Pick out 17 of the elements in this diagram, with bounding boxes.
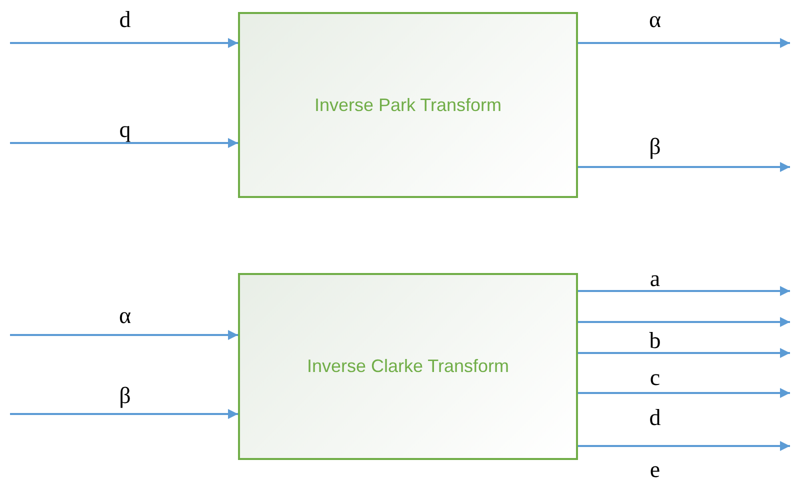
block-title: Inverse Park Transform: [314, 94, 502, 116]
arrow: [10, 138, 238, 148]
arrow: [10, 38, 238, 48]
arrow: [10, 409, 238, 419]
process-box: [238, 273, 578, 460]
arrow: [578, 441, 790, 451]
arrow: [578, 286, 790, 296]
arrow: [10, 330, 238, 340]
arrow: [578, 38, 790, 48]
signal-label: β: [648, 136, 662, 158]
signal-label: β: [118, 385, 132, 407]
block-title: Inverse Clarke Transform: [306, 356, 510, 377]
arrow: [578, 348, 790, 358]
arrow: [578, 388, 790, 398]
arrow: [578, 317, 790, 327]
arrow: [578, 162, 790, 172]
process-box: [238, 12, 578, 198]
